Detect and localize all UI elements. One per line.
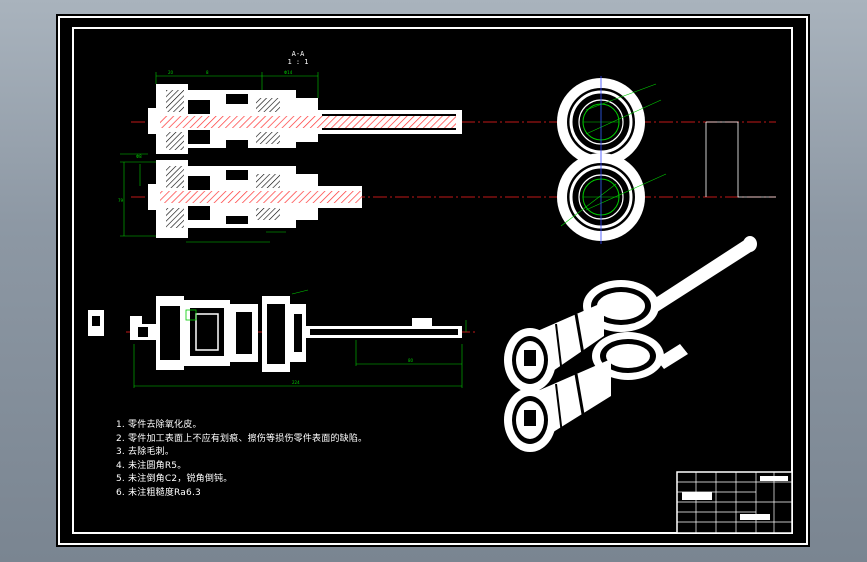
section-view-a-a: 20 8 Φ14 79 Φ8	[118, 70, 776, 244]
gear-end-view	[557, 76, 776, 244]
svg-text:224: 224	[292, 380, 300, 385]
requirement-5: 5. 未注倒角C2，锐角倒钝。	[116, 474, 233, 485]
svg-text:8: 8	[206, 70, 209, 75]
outer-frame	[58, 16, 808, 545]
requirement-4: 4. 未注圆角R5。	[116, 460, 187, 471]
svg-text:20: 20	[168, 70, 174, 75]
isometric-view	[504, 236, 757, 452]
svg-text:80: 80	[408, 358, 414, 363]
drawing-sheet: 20 8 Φ14 79 Φ8	[56, 14, 810, 547]
section-label-scale: 1 : 1	[287, 58, 309, 66]
requirement-6: 6. 未注粗糙度Ra6.3	[116, 487, 201, 498]
svg-text:Φ8: Φ8	[136, 154, 142, 159]
requirement-3: 3. 去除毛刺。	[116, 447, 175, 458]
requirement-1: 1. 零件去除氧化皮。	[116, 420, 202, 430]
title-block	[676, 471, 793, 534]
technical-requirements: 1. 零件去除氧化皮。 2. 零件加工表面上不应有划痕、擦伤等损伤零件表面的缺陷…	[116, 419, 367, 501]
section-label: A-A 1 : 1	[285, 50, 311, 66]
requirement-2: 2. 零件加工表面上不应有划痕、擦伤等损伤零件表面的缺陷。	[116, 433, 368, 444]
front-view: 224 80	[88, 289, 476, 388]
section-label-name: A-A	[291, 50, 305, 58]
inner-frame	[72, 27, 793, 534]
svg-text:Φ14: Φ14	[284, 70, 293, 75]
svg-text:79: 79	[118, 198, 124, 203]
cad-drawing: 20 8 Φ14 79 Φ8	[58, 16, 808, 545]
